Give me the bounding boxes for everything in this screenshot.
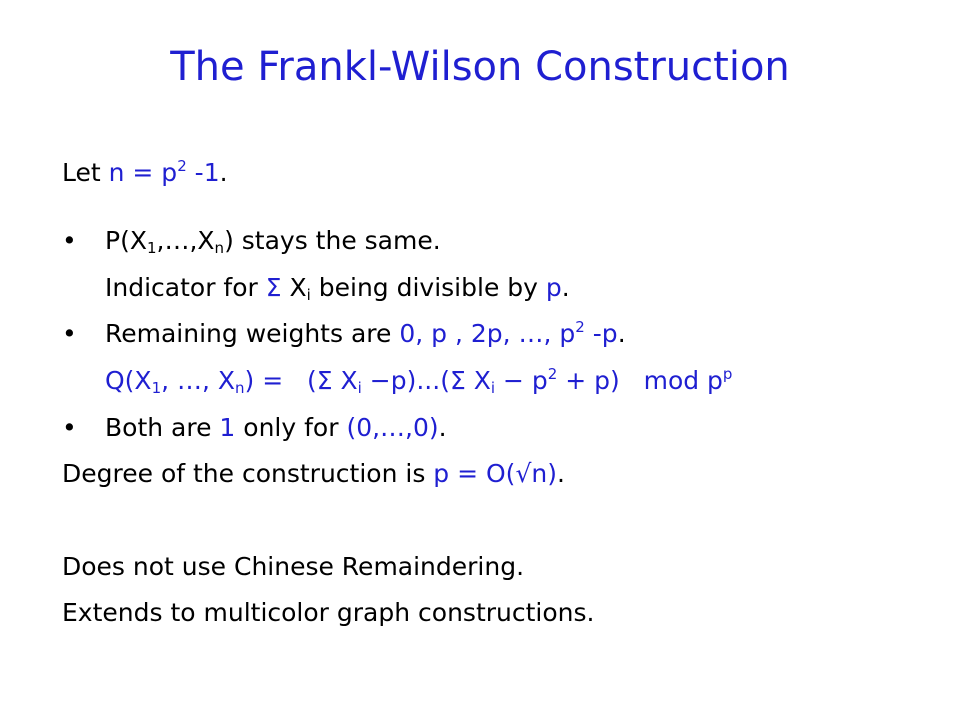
degree-line: Degree of the construction is p = O(√n). [62, 459, 565, 489]
sigma-icon: Σ [265, 273, 282, 302]
q-exponent-p: p [722, 365, 733, 383]
bullet1-p: p [545, 273, 562, 302]
bullet3-text-a: Both are [105, 413, 220, 442]
bullet1-indicator-text: Indicator for [105, 273, 266, 302]
bullet3-zero-vector: (0,…,0) [346, 413, 439, 442]
bullet3-one: 1 [219, 413, 236, 442]
q-text-b: , …, X [161, 366, 236, 395]
q-sub-1: 1 [151, 379, 162, 397]
bullet2-line: Remaining weights are 0, p , 2p, …, p2 -… [105, 319, 626, 349]
bullet1-sub-i: i [306, 286, 311, 304]
degree-value: p = O(√n) [433, 459, 557, 488]
bullet2-text-a: Remaining weights are [105, 319, 400, 348]
bullet1-text-a: P(X [105, 226, 147, 255]
bullet1-sub-1: 1 [146, 239, 157, 257]
q-sub-n: n [235, 379, 245, 397]
closing-line-2: Extends to multicolor graph construction… [62, 598, 595, 627]
bullet1-text-d: being divisible by [310, 273, 546, 302]
degree-text: Degree of the construction is [62, 459, 434, 488]
bullet1-line: P(X1,…,Xn) stays the same. [105, 226, 441, 256]
bullet-icon: • [62, 319, 77, 348]
q-text-c: ) = ( [244, 366, 317, 395]
bullet1-period: . [561, 273, 570, 302]
degree-period: . [556, 459, 565, 488]
q-exponent-2: 2 [547, 365, 558, 383]
slide-title: The Frankl-Wilson Construction [170, 44, 790, 90]
intro-minus-one: -1 [186, 158, 220, 187]
q-sub-i-1: i [357, 379, 362, 397]
q-sub-i-2: i [490, 379, 496, 397]
intro-let: Let [62, 158, 109, 187]
bullet1-subline: Indicator for Σ Xi being divisible by p. [105, 273, 570, 303]
q-text-a: Q(X [105, 366, 152, 395]
q-text-d: X [332, 366, 358, 395]
bullet3-period: . [438, 413, 447, 442]
intro-n-eq-p: n = p [108, 158, 178, 187]
bullet-icon: • [62, 413, 77, 442]
intro-line: Let n = p2 -1. [62, 158, 228, 188]
bullet3-line: Both are 1 only for (0,…,0). [105, 413, 447, 443]
bullet2-exponent: 2 [575, 318, 585, 336]
q-text-h: + p) mod p [557, 366, 723, 395]
intro-period: . [219, 158, 228, 187]
closing-line-1: Does not use Chinese Remaindering. [62, 552, 525, 581]
bullet2-weights-b: -p [584, 319, 618, 348]
bullet2-weights-a: 0, p , 2p, …, p [399, 319, 576, 348]
q-text-e: −p)...( [361, 366, 450, 395]
bullet3-text-b: only for [235, 413, 347, 442]
q-text-f: X [465, 366, 491, 395]
bullet1-text-b: ,…,X [156, 226, 215, 255]
bullet1-x: X [281, 273, 307, 302]
intro-exponent: 2 [177, 157, 187, 175]
bullet1-sub-n: n [214, 239, 225, 257]
q-text-g: − p [495, 366, 548, 395]
bullet2-period: . [617, 319, 626, 348]
bullet1-text-c: ) stays the same. [224, 226, 441, 255]
sigma-icon: Σ [316, 366, 333, 395]
bullet-icon: • [62, 226, 77, 255]
bullet2-formula: Q(X1, …, Xn) = (Σ Xi −p)...(Σ Xi − p2 + … [105, 366, 732, 396]
sigma-icon: Σ [449, 366, 466, 395]
